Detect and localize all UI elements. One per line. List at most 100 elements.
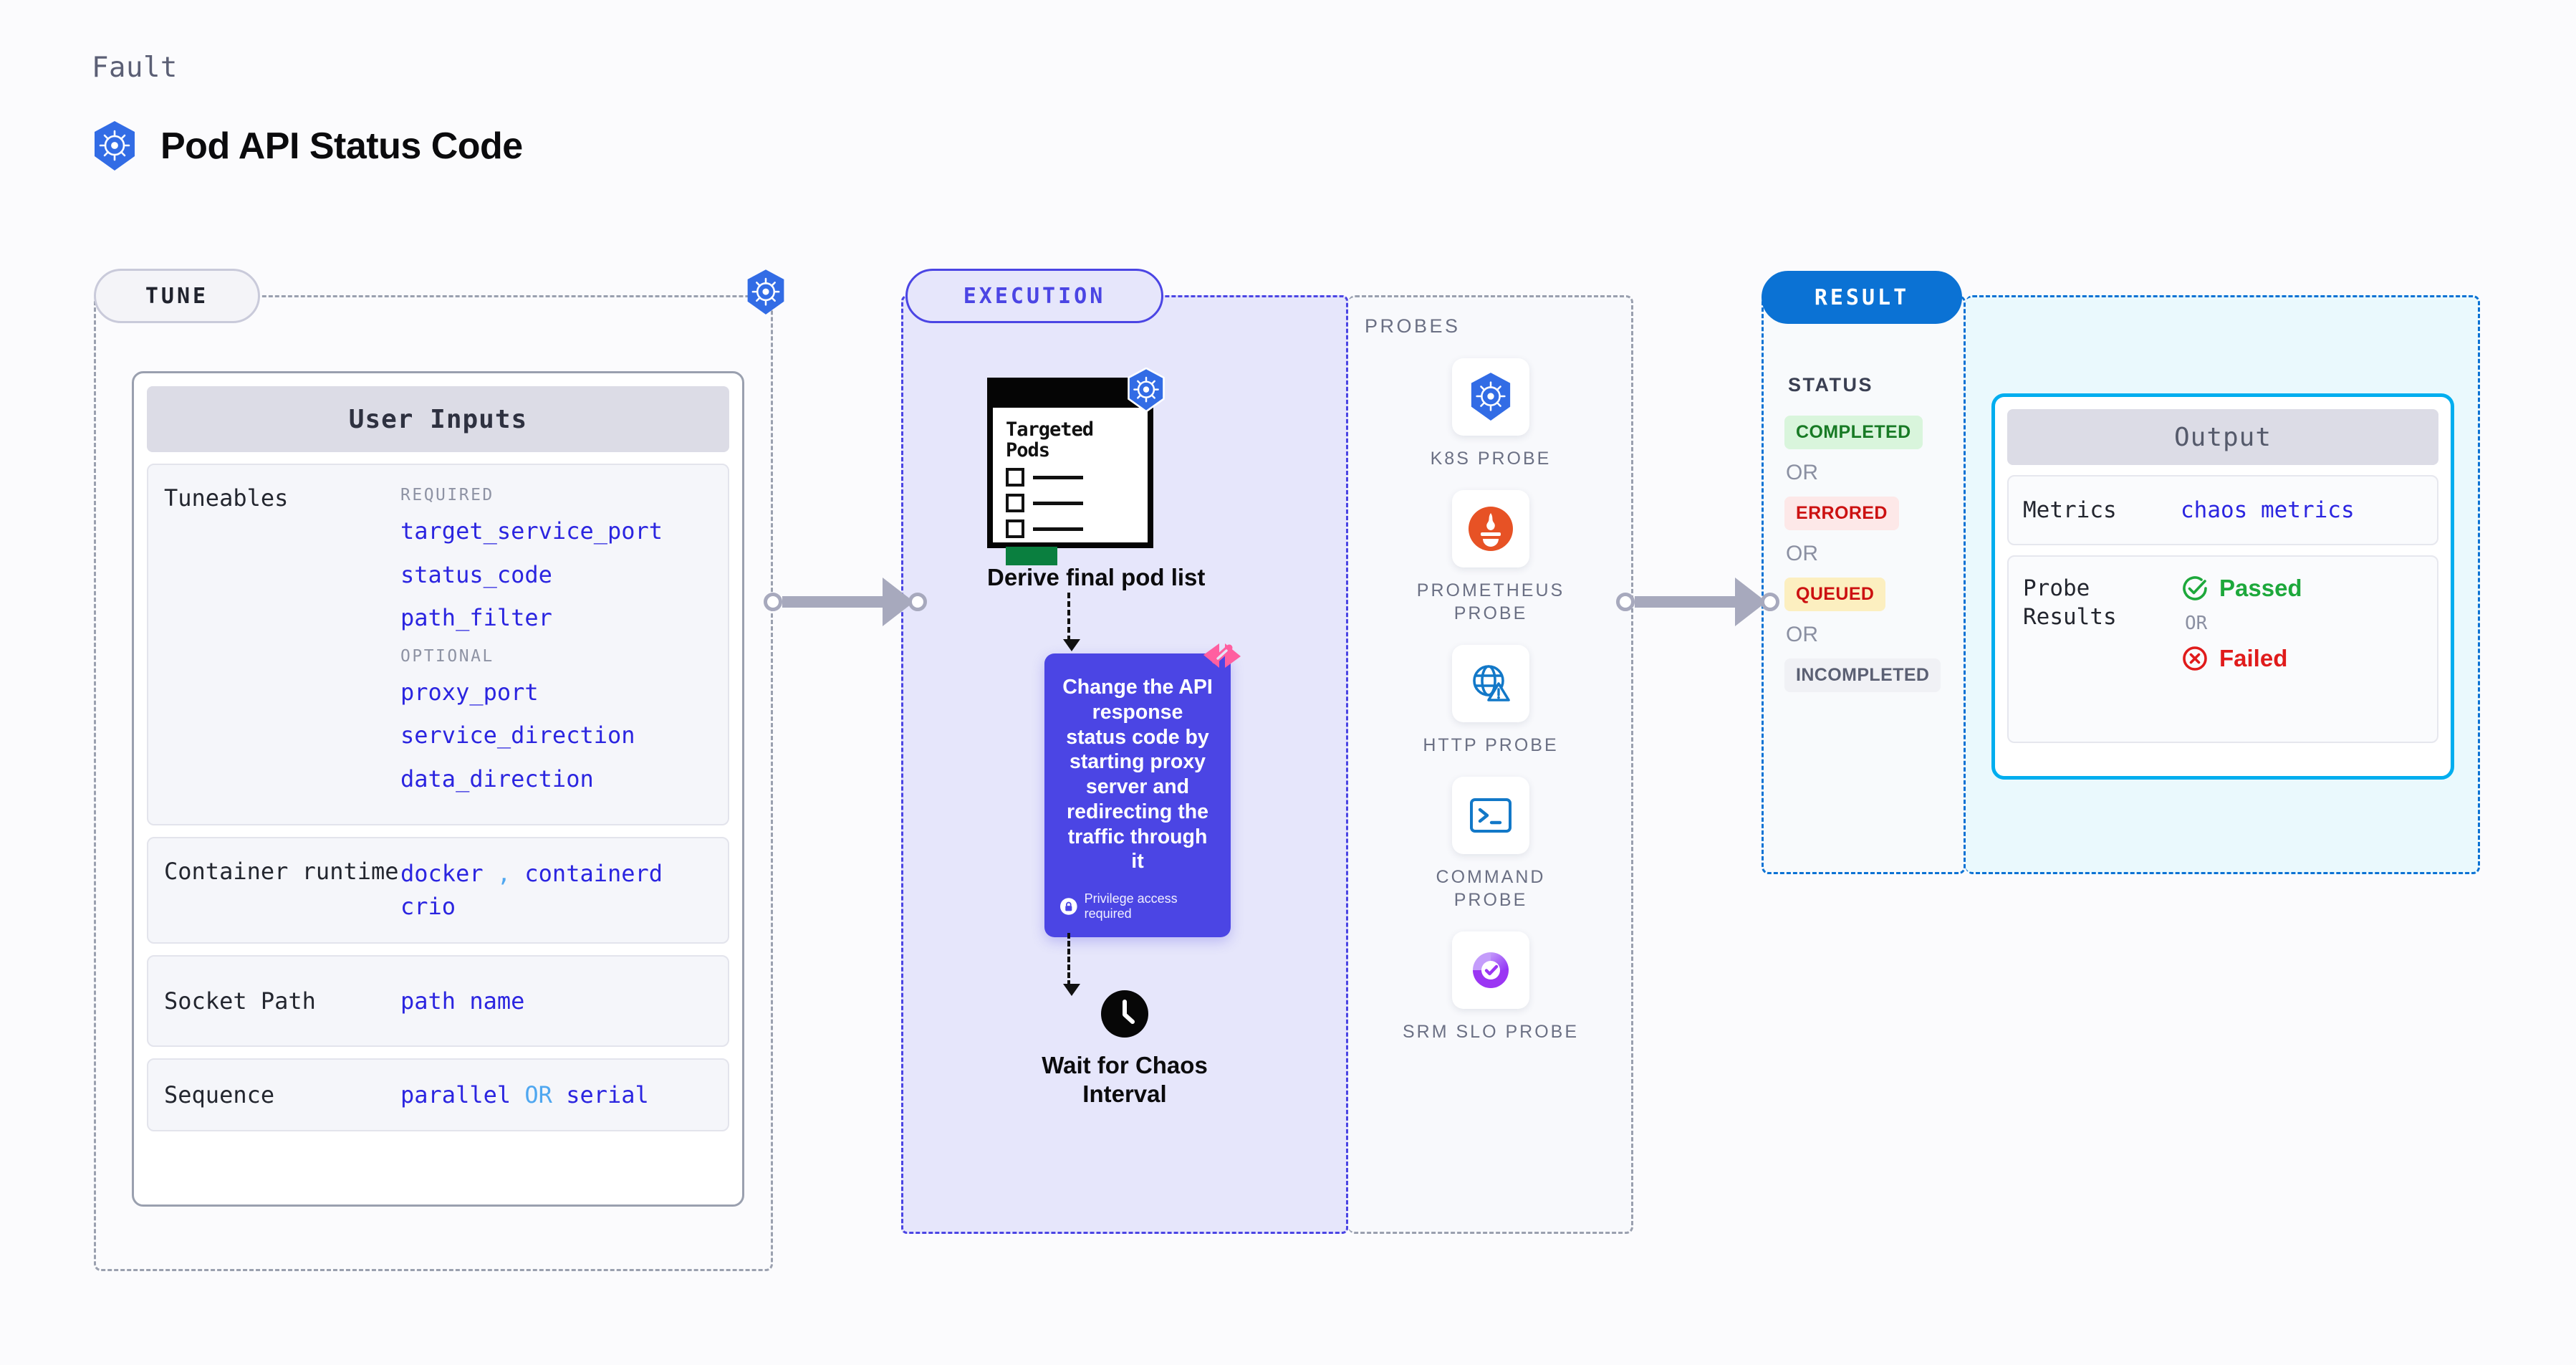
user-inputs-card: User Inputs Tuneables REQUIRED target_se… xyxy=(132,371,744,1207)
execution-content: Targeted Pods xyxy=(901,295,1348,1234)
kubernetes-icon xyxy=(92,120,138,172)
connector-tune-to-execution xyxy=(764,578,927,626)
probe-label: PROMETHEUS PROBE xyxy=(1416,580,1565,623)
connector-dot-end xyxy=(1761,593,1779,611)
tune-region xyxy=(94,295,773,1271)
metrics-value[interactable]: chaos metrics xyxy=(2181,497,2355,523)
flow-arrow-down xyxy=(1063,593,1080,651)
card-body: Targeted Pods xyxy=(993,408,1148,566)
page-title-row: Pod API Status Code xyxy=(92,120,523,172)
kubernetes-icon xyxy=(1452,358,1529,436)
globe-warning-icon xyxy=(1452,645,1529,722)
socket-path-row: Socket Path path name xyxy=(147,954,729,1047)
tuneables-values: REQUIRED target_service_port status_code… xyxy=(400,484,663,805)
sequence-joiner: OR xyxy=(524,1081,552,1108)
socket-path-value[interactable]: path name xyxy=(400,987,525,1015)
status-or: OR xyxy=(1786,542,1818,565)
tab-tune[interactable]: TUNE xyxy=(94,269,260,323)
tab-result[interactable]: RESULT xyxy=(1762,271,1962,324)
connector-dot-start xyxy=(1616,593,1635,611)
probe-item-http[interactable]: HTTP PROBE xyxy=(1348,645,1633,757)
connector-dot-start xyxy=(764,593,782,611)
status-badge-completed: COMPLETED xyxy=(1784,416,1923,449)
check-circle-icon xyxy=(2183,576,2207,600)
status-list: COMPLETED OR ERRORED OR QUEUED OR INCOMP… xyxy=(1784,416,1971,692)
fault-eyebrow: Fault xyxy=(92,52,178,84)
checkbox-icon xyxy=(1006,468,1024,487)
probe-result-failed: Failed xyxy=(2181,644,2302,673)
probe-label: SRM SLO PROBE xyxy=(1403,1022,1579,1042)
container-runtime-label: Container runtime xyxy=(164,858,399,886)
probe-results-values: Passed OR Failed xyxy=(2181,574,2302,724)
tunable-service-direction[interactable]: service_direction xyxy=(400,722,635,749)
tab-execution[interactable]: EXECUTION xyxy=(905,269,1163,323)
wait-interval-step: Wait for Chaos Interval xyxy=(901,990,1348,1109)
sequence-values: parallel OR serial xyxy=(400,1078,649,1111)
runtime-containerd[interactable]: containerd xyxy=(524,860,663,888)
probe-item-command[interactable]: COMMAND PROBE xyxy=(1348,777,1633,911)
pod-list-item xyxy=(1006,468,1148,487)
sequence-serial[interactable]: serial xyxy=(566,1081,649,1108)
action-card-text: Change the API response status code by s… xyxy=(1062,676,1213,873)
output-card: Output Metrics chaos metrics Probe Resul… xyxy=(1991,393,2454,780)
tunable-data-direction[interactable]: data_direction xyxy=(400,765,594,792)
tunable-target-service-port[interactable]: target_service_port xyxy=(400,517,663,545)
probes-title: PROBES xyxy=(1365,315,1461,337)
tunable-proxy-port[interactable]: proxy_port xyxy=(400,678,539,706)
probe-results-label: Probe Results xyxy=(2023,575,2117,631)
targeted-pods-card: Targeted Pods xyxy=(987,367,1165,566)
card-titlebar xyxy=(993,383,1148,408)
srm-slo-icon xyxy=(1452,931,1529,1009)
wait-caption-line2: Interval xyxy=(1082,1081,1167,1108)
runtime-crio[interactable]: crio xyxy=(400,893,456,921)
targeted-pods-title-line1: Targeted xyxy=(1006,418,1094,441)
sequence-parallel[interactable]: parallel xyxy=(400,1081,511,1108)
runtime-docker[interactable]: docker xyxy=(400,860,484,888)
tunable-path-filter[interactable]: path_filter xyxy=(400,604,552,632)
status-badge-incompleted: INCOMPLETED xyxy=(1784,658,1941,692)
passed-label: Passed xyxy=(2219,575,2302,601)
privilege-note: Privilege access required xyxy=(1060,891,1215,921)
probe-item-prometheus[interactable]: PROMETHEUS PROBE xyxy=(1348,490,1633,625)
status-badge-queued: QUEUED xyxy=(1784,578,1886,611)
harness-icon xyxy=(1202,639,1242,676)
connector-execution-to-result xyxy=(1616,578,1779,626)
lock-icon xyxy=(1060,898,1077,915)
checkbox-icon xyxy=(1006,494,1024,513)
wait-interval-caption: Wait for Chaos Interval xyxy=(901,1051,1348,1109)
container-runtime-values: docker , containerd crio xyxy=(400,857,663,924)
probe-label: COMMAND PROBE xyxy=(1436,867,1546,910)
flow-arrow-down xyxy=(1063,933,1080,996)
tuneables-label: Tuneables xyxy=(164,484,289,512)
status-or: OR xyxy=(1786,461,1818,484)
pod-list-item xyxy=(1006,519,1148,539)
probe-item-k8s[interactable]: K8S PROBE xyxy=(1348,358,1633,470)
clock-icon xyxy=(1101,990,1148,1041)
probe-results-row: Probe Results Passed OR Failed xyxy=(2007,555,2438,743)
wait-caption-line1: Wait for Chaos xyxy=(1042,1052,1208,1078)
probe-item-srm-slo[interactable]: SRM SLO PROBE xyxy=(1348,931,1633,1043)
derive-pod-list-caption: Derive final pod list xyxy=(987,564,1206,590)
probes-list: K8S PROBE PROMETHEUS PROBE xyxy=(1348,358,1633,1063)
metrics-label: Metrics xyxy=(2023,497,2117,523)
container-runtime-row: Container runtime docker , containerd cr… xyxy=(147,837,729,944)
sequence-label: Sequence xyxy=(164,1081,275,1108)
status-badge-errored: ERRORED xyxy=(1784,497,1899,530)
user-inputs-title: User Inputs xyxy=(147,386,729,452)
sequence-row: Sequence parallel OR serial xyxy=(147,1058,729,1132)
placeholder-line xyxy=(1033,527,1083,531)
page-title: Pod API Status Code xyxy=(160,125,523,167)
status-title: STATUS xyxy=(1788,374,1873,396)
probe-label: K8S PROBE xyxy=(1430,449,1552,469)
kubernetes-icon xyxy=(1126,367,1166,416)
placeholder-line xyxy=(1033,501,1083,505)
probe-label: HTTP PROBE xyxy=(1423,735,1559,755)
pod-list-item xyxy=(1006,494,1148,513)
connector-bar xyxy=(1635,596,1735,608)
tunable-status-code[interactable]: status_code xyxy=(400,560,552,588)
privilege-note-text: Privilege access required xyxy=(1084,891,1178,921)
socket-path-label: Socket Path xyxy=(164,987,316,1015)
probes-region xyxy=(1348,295,1633,1234)
progress-bar xyxy=(1006,547,1057,566)
